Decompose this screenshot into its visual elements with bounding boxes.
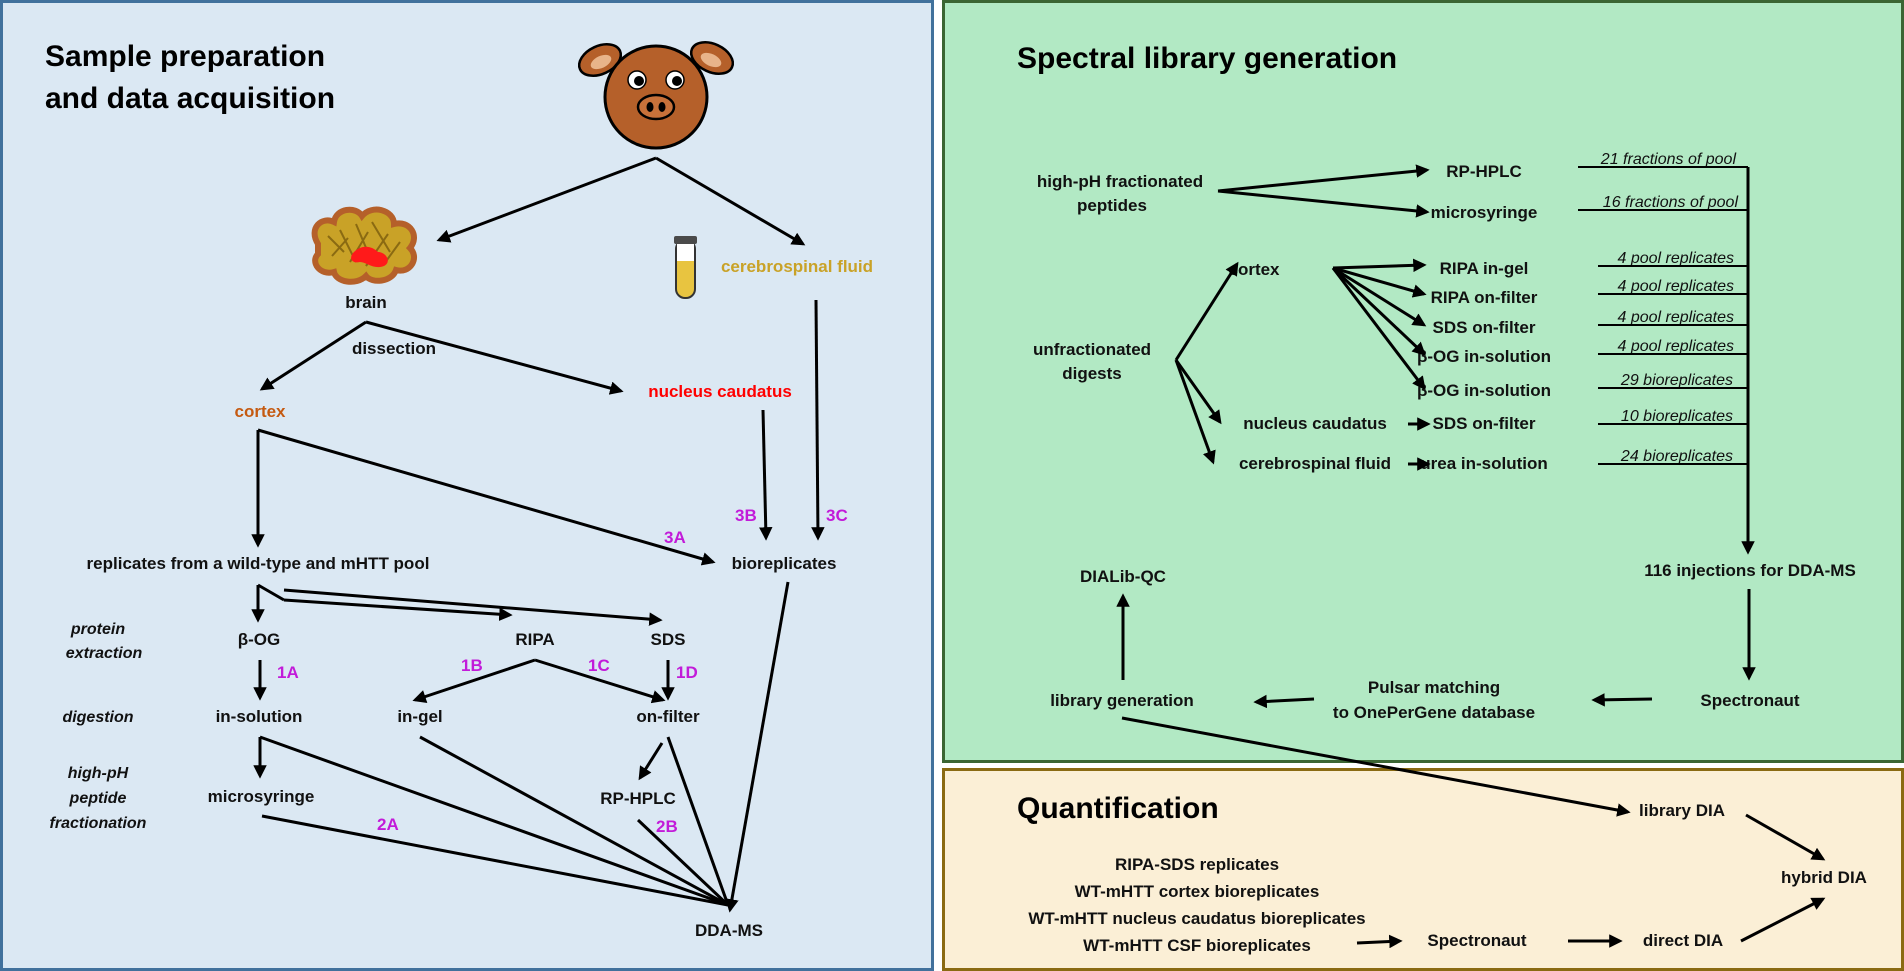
panel-b-title: Spectral library generation [1017,42,1397,75]
pig-icon [577,41,735,150]
panel-a-arrows [251,156,825,913]
in-solution-label: in-solution [216,707,303,726]
dda-ms-label: DDA-MS [695,921,763,940]
direct-dia-label: direct DIA [1643,931,1723,950]
tag-3C: 3C [826,506,848,525]
panel-c-arrows [1356,813,1826,949]
csf-tube-icon [674,236,697,299]
tag-3B: 3B [735,506,757,525]
panel-a-title-line2: and data acquisition [45,82,335,115]
tag-3A: 3A [664,528,686,547]
microsyringe-label: microsyringe [208,787,315,806]
count-6: 4 pool replicates [1617,338,1734,355]
panel-b-arrows [1116,164,1756,817]
set-4: WT-mHTT CSF bioreplicates [1083,936,1311,955]
digestion-label: digestion [62,709,133,726]
count-2: 16 fractions of pool [1603,194,1739,211]
in-gel-label: in-gel [397,707,442,726]
nucleus-caudatus-label: nucleus caudatus [648,382,792,401]
ripa-label: RIPA [515,630,554,649]
cortex-label: cortex [234,402,286,421]
on-filter-label: on-filter [636,707,700,726]
protein-extraction-label-1: protein [70,621,125,638]
b-spectronaut-label: Spectronaut [1700,691,1800,710]
count-bracket-lines [1578,166,1755,555]
set-1: RIPA-SDS replicates [1115,855,1279,874]
tag-1D: 1D [676,663,698,682]
b-cortex-label: cortex [1228,260,1280,279]
count-9: 24 bioreplicates [1620,448,1733,465]
method-5: β-OG in-solution [1417,381,1551,400]
highph-label-1: high-pH fractionated [1037,172,1203,191]
count-8: 10 bioreplicates [1621,408,1733,425]
b-rp-hplc-label: RP-HPLC [1446,162,1522,181]
bioreplicates-label: bioreplicates [732,554,837,573]
count-3: 4 pool replicates [1617,250,1734,267]
highph-label-2: peptides [1077,196,1147,215]
library-dia-label: library DIA [1639,801,1725,820]
fractionation-label-3: fractionation [50,815,147,832]
fractionation-label-2: peptide [69,790,127,807]
count-4: 4 pool replicates [1617,278,1734,295]
method-3: SDS on-filter [1433,318,1536,337]
replicates-label: replicates from a wild-type and mHTT poo… [87,554,430,573]
pulsar-label-2: to OnePerGene database [1333,703,1535,722]
b-csf-label: cerebrospinal fluid [1239,454,1391,473]
method-1: RIPA in-gel [1440,259,1529,278]
panel-c-title: Quantification [1017,792,1219,825]
unfractionated-label-1: unfractionated [1033,340,1151,359]
method-6: SDS on-filter [1433,414,1536,433]
count-5: 4 pool replicates [1617,309,1734,326]
method-7: urea in-solution [1420,454,1548,473]
boog-label: β-OG [238,630,280,649]
protein-extraction-label-2: extraction [66,645,143,662]
fractionation-label-1: high-pH [68,765,129,782]
hybrid-dia-label: hybrid DIA [1781,868,1867,887]
injections-label: 116 injections for DDA-MS [1644,561,1856,580]
tag-2A: 2A [377,815,399,834]
dissection-label: dissection [352,339,436,358]
tag-2B: 2B [656,817,678,836]
panel-sample-preparation [0,0,934,971]
b-microsyringe-label: microsyringe [1431,203,1538,222]
b-nucleus-caudatus-label: nucleus caudatus [1243,414,1387,433]
unfractionated-label-2: digests [1062,364,1122,383]
method-4: β-OG in-solution [1417,347,1551,366]
panel-a-title-line1: Sample preparation [45,40,325,73]
count-1: 21 fractions of pool [1600,151,1737,168]
rp-hplc-label: RP-HPLC [600,789,676,808]
sds-label: SDS [651,630,686,649]
set-3: WT-mHTT nucleus caudatus bioreplicates [1028,909,1365,928]
c-spectronaut-label: Spectronaut [1427,931,1527,950]
brain-label: brain [345,293,387,312]
count-7: 29 bioreplicates [1620,372,1733,389]
panel-quantification [942,768,1904,971]
brain-icon [311,206,417,285]
tag-1A: 1A [277,663,299,682]
dialib-qc-label: DIALib-QC [1080,567,1166,586]
tag-1C: 1C [588,656,610,675]
set-2: WT-mHTT cortex bioreplicates [1075,882,1320,901]
pulsar-label-1: Pulsar matching [1368,678,1500,697]
library-generation-label: library generation [1050,691,1194,710]
method-2: RIPA on-filter [1431,288,1538,307]
tag-1B: 1B [461,656,483,675]
csf-label: cerebrospinal fluid [721,257,873,276]
